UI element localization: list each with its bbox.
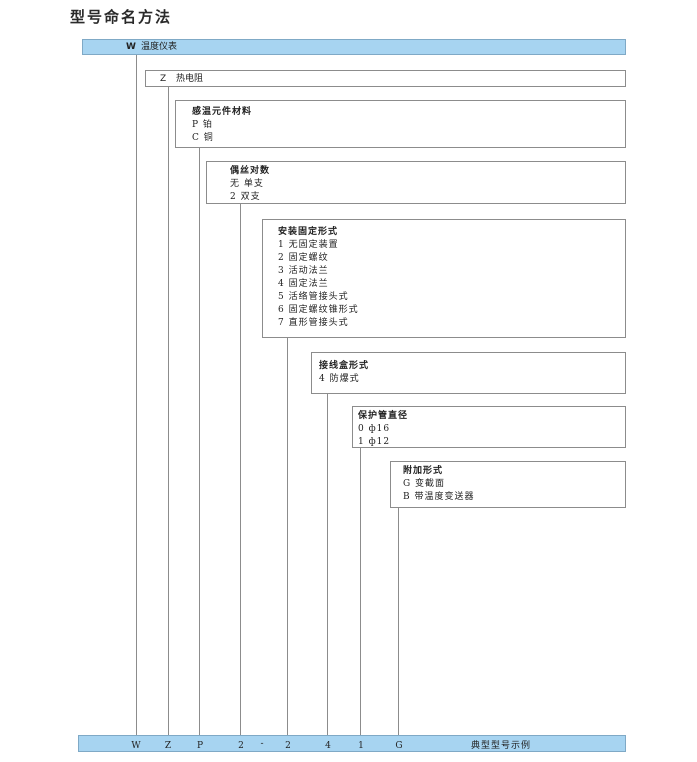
example-letter-1: 1 [358, 741, 364, 751]
diameter-heading: 保护管直径 [358, 411, 409, 421]
connector-line-w [136, 55, 137, 735]
example-dash: - [260, 739, 264, 749]
mounting-option: 7 直形管接头式 [278, 318, 349, 328]
mounting-option: 1 无固定装置 [278, 240, 339, 250]
material-heading: 感温元件材料 [192, 107, 253, 117]
connector-line-mount [287, 337, 288, 735]
diameter-option: 0 ф16 [358, 424, 391, 434]
mounting-option: 5 活络管接头式 [278, 292, 349, 302]
category-label: 温度仪表 [141, 42, 178, 52]
mounting-option: 4 固定法兰 [278, 279, 329, 289]
type-label: 热电阻 [176, 74, 204, 84]
page-title: 型号命名方法 [70, 8, 173, 26]
mounting-option: 2 固定螺纹 [278, 253, 329, 263]
mounting-box: 安装固定形式 1 无固定装置 2 固定螺纹 3 活动法兰 4 固定法兰 5 活络… [262, 219, 626, 338]
example-letter-z: Z [164, 741, 172, 751]
extras-option: G 变截面 [403, 479, 446, 489]
mounting-option: 3 活动法兰 [278, 266, 329, 276]
junction-option: 4 防爆式 [319, 374, 360, 384]
connector-line-pairs [240, 203, 241, 735]
pairs-box: 偶丝对数 无 单支 2 双支 [206, 161, 626, 204]
pairs-heading: 偶丝对数 [230, 166, 271, 176]
category-bar: W 温度仪表 [82, 39, 626, 55]
connector-line-extra [398, 507, 399, 735]
mounting-option: 6 固定螺纹锥形式 [278, 305, 359, 315]
junction-heading: 接线盒形式 [319, 361, 370, 371]
connector-line-diameter [360, 447, 361, 735]
pairs-option: 无 单支 [230, 179, 264, 189]
diameter-option: 1 ф12 [358, 437, 391, 447]
example-letter-w: W [131, 741, 141, 751]
connector-line-junction [327, 393, 328, 735]
mounting-heading: 安装固定形式 [278, 227, 339, 237]
example-letter-4: 4 [325, 741, 331, 751]
example-bar [78, 735, 626, 752]
material-box: 感温元件材料 P 铂 C 铜 [175, 100, 626, 148]
material-option: P 铂 [192, 120, 213, 130]
example-letter-2: 2 [238, 741, 244, 751]
extras-option: B 带温度变送器 [403, 492, 475, 502]
connector-line-material [199, 147, 200, 735]
junction-box: 接线盒形式 4 防爆式 [311, 352, 626, 394]
extras-heading: 附加形式 [403, 466, 444, 476]
example-letter-g: G [395, 741, 403, 751]
material-option: C 铜 [192, 133, 214, 143]
extras-box: 附加形式 G 变截面 B 带温度变送器 [390, 461, 626, 508]
connector-line-z [168, 86, 169, 735]
example-letter-p: P [196, 741, 204, 751]
type-box: Z 热电阻 [145, 70, 626, 87]
diameter-box: 保护管直径 0 ф16 1 ф12 [352, 406, 626, 448]
pairs-option: 2 双支 [230, 192, 261, 202]
example-letter-2b: 2 [285, 741, 291, 751]
category-code: W [126, 42, 136, 52]
type-code: Z [160, 74, 167, 84]
example-caption: 典型型号示例 [471, 741, 532, 751]
